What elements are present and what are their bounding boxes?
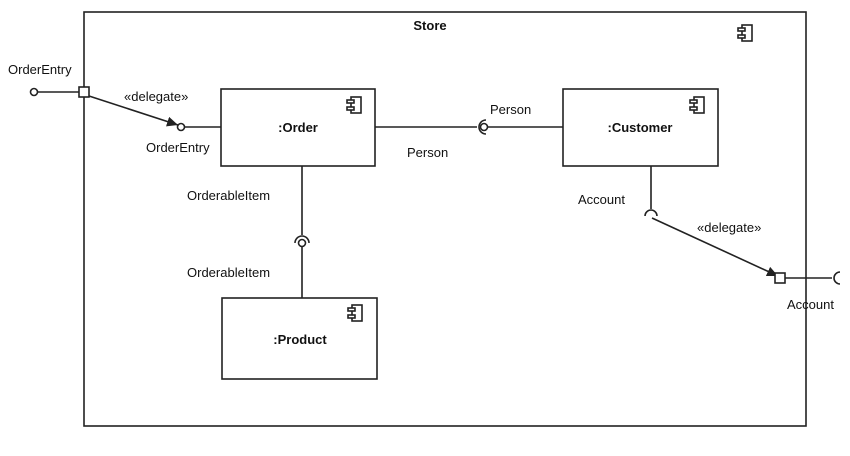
delegate-label-right: «delegate» bbox=[697, 220, 761, 235]
interface-label-order-orderable: OrderableItem bbox=[187, 188, 270, 203]
delegate-arrow-right bbox=[651, 217, 779, 277]
orderable-provided-interface bbox=[297, 238, 307, 248]
order-component-name: :Order bbox=[278, 120, 318, 135]
customer-component-name: :Customer bbox=[607, 120, 672, 135]
account-port[interactable] bbox=[774, 272, 786, 284]
account-required-socket bbox=[644, 209, 658, 217]
store-container bbox=[83, 11, 807, 427]
store-title: Store bbox=[413, 18, 446, 33]
customer-component[interactable]: :Customer bbox=[562, 88, 719, 167]
port-label-account: Account bbox=[787, 297, 834, 312]
interface-label-orderentry-internal: OrderEntry bbox=[146, 140, 210, 155]
interface-label-customer-account: Account bbox=[578, 192, 625, 207]
order-component[interactable]: :Order bbox=[220, 88, 376, 167]
account-external-socket bbox=[833, 271, 841, 285]
orderentry-port[interactable] bbox=[78, 86, 90, 98]
port-label-orderentry: OrderEntry bbox=[8, 62, 72, 77]
component-icon bbox=[347, 304, 363, 322]
store-component-icon bbox=[737, 24, 753, 42]
delegate-arrow-left bbox=[88, 95, 179, 127]
person-required-socket bbox=[478, 119, 487, 135]
product-component[interactable]: :Product bbox=[221, 297, 378, 380]
orderentry-required-interface bbox=[176, 122, 186, 132]
person-provided-interface bbox=[479, 122, 489, 132]
component-icon bbox=[346, 96, 362, 114]
orderable-required-socket bbox=[294, 235, 310, 244]
product-component-name: :Product bbox=[273, 332, 327, 347]
interface-label-customer-person: Person bbox=[490, 102, 531, 117]
component-icon bbox=[689, 96, 705, 114]
interface-label-order-person: Person bbox=[407, 145, 448, 160]
interface-label-product-orderable: OrderableItem bbox=[187, 265, 270, 280]
orderentry-provided-interface bbox=[29, 87, 39, 97]
delegate-label-left: «delegate» bbox=[124, 89, 188, 104]
